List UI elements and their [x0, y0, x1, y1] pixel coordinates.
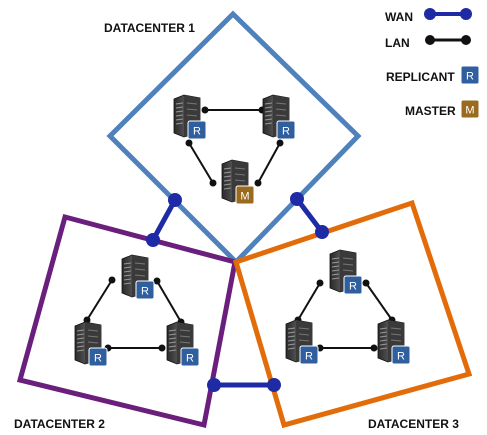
server-dc3-a: R: [329, 249, 363, 295]
wan-link-dc1-dc2: [150, 198, 178, 242]
wan-endpoint: [290, 192, 304, 206]
datacenter-1-frame: [106, 10, 362, 266]
replicant-badge-icon: R: [460, 65, 480, 85]
lan-endpoint: [370, 344, 378, 352]
lan-endpoint: [185, 139, 193, 147]
server-dc2-c: R: [166, 321, 200, 367]
replicant-badge-icon: R: [88, 347, 108, 367]
lan-endpoint: [209, 179, 217, 187]
master-badge-letter: M: [465, 105, 474, 117]
master-badge-icon: M: [460, 99, 480, 119]
replicant-badge-letter: R: [466, 71, 474, 83]
replicant-badge-icon: R: [180, 347, 200, 367]
legend-lan-label: LAN: [385, 36, 410, 50]
legend-lan-dot: [461, 35, 471, 45]
replicant-badge-icon: R: [391, 345, 411, 365]
lan-link: [297, 282, 321, 321]
legend-master-label: MASTER: [405, 104, 456, 118]
legend: WAN LAN REPLICANT R MASTER M: [385, 8, 480, 119]
datacenter-3-label: DATACENTER 3: [368, 417, 459, 431]
replicant-badge-icon: R: [343, 275, 363, 295]
master-badge-letter: M: [240, 191, 249, 203]
lan-endpoint: [362, 279, 370, 287]
legend-replicant-badge-icon: R: [460, 65, 480, 85]
replicant-badge-icon: R: [187, 120, 207, 140]
lan-link: [188, 142, 214, 184]
datacenter-1-label: DATACENTER 1: [104, 21, 195, 35]
replicant-badge-letter: R: [186, 353, 194, 365]
lan-link: [365, 282, 393, 321]
legend-wan-dot: [424, 8, 436, 20]
server-dc1-a: R: [173, 94, 207, 140]
datacenter-2-frame: [16, 213, 238, 429]
wan-endpoint: [315, 225, 329, 239]
legend-replicant-label: REPLICANT: [386, 70, 455, 84]
wan-endpoint: [168, 193, 182, 207]
lan-endpoint: [158, 344, 166, 352]
replicant-badge-letter: R: [349, 281, 357, 293]
replicant-badge-letter: R: [305, 351, 313, 363]
replicant-badge-letter: R: [193, 126, 201, 138]
replicant-badge-letter: R: [94, 353, 102, 365]
lan-endpoint: [276, 139, 284, 147]
wan-endpoint: [146, 233, 160, 247]
lan-link: [86, 279, 113, 321]
lan-endpoint: [254, 179, 262, 187]
datacenter-3-frame: [232, 199, 473, 429]
wan-links: [146, 192, 329, 392]
lan-endpoint: [108, 276, 116, 284]
server-dc3-c: R: [377, 319, 411, 365]
replicant-badge-icon: R: [276, 120, 296, 140]
server-dc2-b: R: [74, 321, 108, 367]
server-dc1-master: M: [221, 159, 255, 205]
replicant-badge-letter: R: [282, 126, 290, 138]
lan-links: [83, 106, 396, 352]
replicant-badge-icon: R: [299, 345, 319, 365]
legend-wan-label: WAN: [385, 10, 413, 24]
lan-endpoint: [201, 106, 209, 114]
lan-endpoint: [153, 277, 161, 285]
server-dc1-b: R: [262, 94, 296, 140]
server-dc3-b: R: [285, 319, 319, 365]
replicant-badge-icon: R: [135, 280, 155, 300]
lan-link: [257, 142, 281, 184]
master-badge-icon: M: [235, 185, 255, 205]
legend-master-badge-icon: M: [460, 99, 480, 119]
datacenter-2-label: DATACENTER 2: [14, 417, 105, 431]
lan-link: [156, 280, 182, 323]
wan-endpoint: [267, 378, 281, 392]
replicant-badge-letter: R: [141, 286, 149, 298]
lan-endpoint: [316, 279, 324, 287]
server-dc2-a: R: [121, 254, 155, 300]
legend-lan-dot: [425, 35, 435, 45]
legend-wan-dot: [460, 8, 472, 20]
wan-endpoint: [207, 378, 221, 392]
replicant-badge-letter: R: [397, 351, 405, 363]
